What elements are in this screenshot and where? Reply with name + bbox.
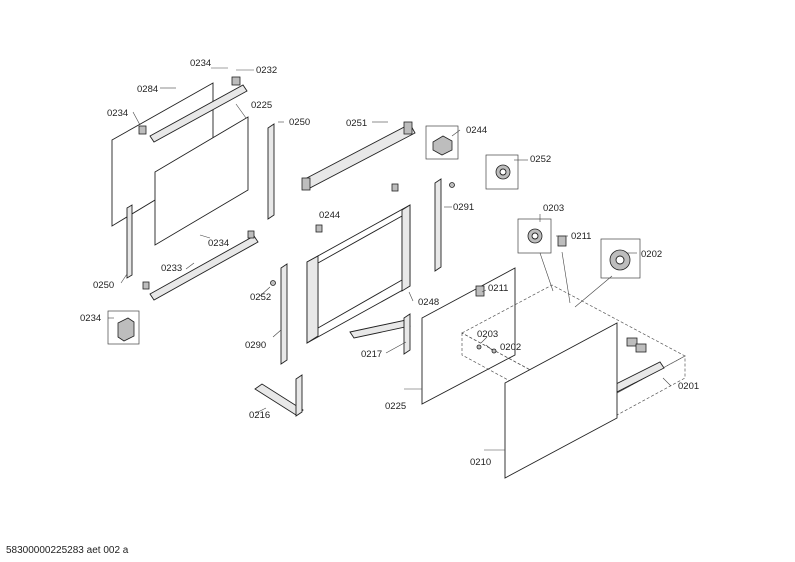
callout-0202: 0202 (500, 342, 521, 353)
callout-0234: 0234 (80, 313, 101, 324)
callout-0251: 0251 (346, 118, 367, 129)
callout-0244: 0244 (466, 125, 487, 136)
part-0252-screw[interactable] (270, 280, 276, 286)
callout-0203: 0203 (543, 203, 564, 214)
part-0244-box[interactable] (425, 125, 459, 160)
callout-0225: 0225 (251, 100, 272, 111)
part-0225-front-panel[interactable] (421, 267, 516, 405)
callout-0225: 0225 (385, 401, 406, 412)
part-0234-hinge-cover[interactable] (107, 310, 140, 345)
part-0290-side-strip[interactable] (280, 263, 288, 365)
part-0225-inner-glass[interactable] (154, 116, 249, 246)
part-0291-side-strip[interactable] (434, 178, 442, 272)
callout-0233: 0233 (161, 263, 182, 274)
callout-0201: 0201 (678, 381, 699, 392)
callout-0291: 0291 (453, 202, 474, 213)
callout-0203: 0203 (477, 329, 498, 340)
part-0232-top-profile[interactable] (149, 76, 248, 143)
callout-0252: 0252 (250, 292, 271, 303)
callout-0234: 0234 (208, 238, 229, 249)
part-0203-0202-small[interactable] (476, 344, 497, 354)
part-0251-handle-strip[interactable] (301, 121, 416, 191)
part-0217-bracket[interactable] (349, 313, 411, 355)
callout-0216: 0216 (249, 410, 270, 421)
callout-0210: 0210 (470, 457, 491, 468)
part-0233-bottom-profile[interactable] (142, 230, 259, 301)
callout-0284: 0284 (137, 84, 158, 95)
callout-0211: 0211 (488, 283, 508, 294)
leader-lines (108, 67, 672, 451)
callout-0234: 0234 (190, 58, 211, 69)
part-0203-knob-box[interactable] (517, 218, 552, 254)
part-0250-left-strip[interactable] (126, 204, 133, 279)
part-0234-clip-top[interactable] (138, 125, 147, 135)
callout-0202: 0202 (641, 249, 662, 260)
callout-0248: 0248 (418, 297, 439, 308)
callout-0250: 0250 (289, 117, 310, 128)
callout-0290: 0290 (245, 340, 266, 351)
part-0202-knob-box[interactable] (600, 238, 641, 279)
part-0250-right-strip[interactable] (267, 123, 275, 220)
part-0248-door-frame[interactable] (306, 204, 411, 344)
part-0252-knob-box[interactable] (485, 154, 519, 190)
callout-0244: 0244 (319, 210, 340, 221)
part-0252-screw-top[interactable] (449, 182, 455, 188)
part-0216-hinge[interactable] (254, 374, 304, 417)
part-0244-small-clip[interactable] (315, 183, 399, 233)
callout-0234: 0234 (107, 108, 128, 119)
callout-0211: 0211 (571, 231, 591, 242)
callout-0217: 0217 (361, 349, 382, 360)
part-0210-control-fascia[interactable] (504, 322, 618, 479)
drawing-id: 58300000225283 aet 002 a (6, 545, 129, 556)
callout-0232: 0232 (256, 65, 277, 76)
callout-0252: 0252 (530, 154, 551, 165)
callout-0250: 0250 (93, 280, 114, 291)
